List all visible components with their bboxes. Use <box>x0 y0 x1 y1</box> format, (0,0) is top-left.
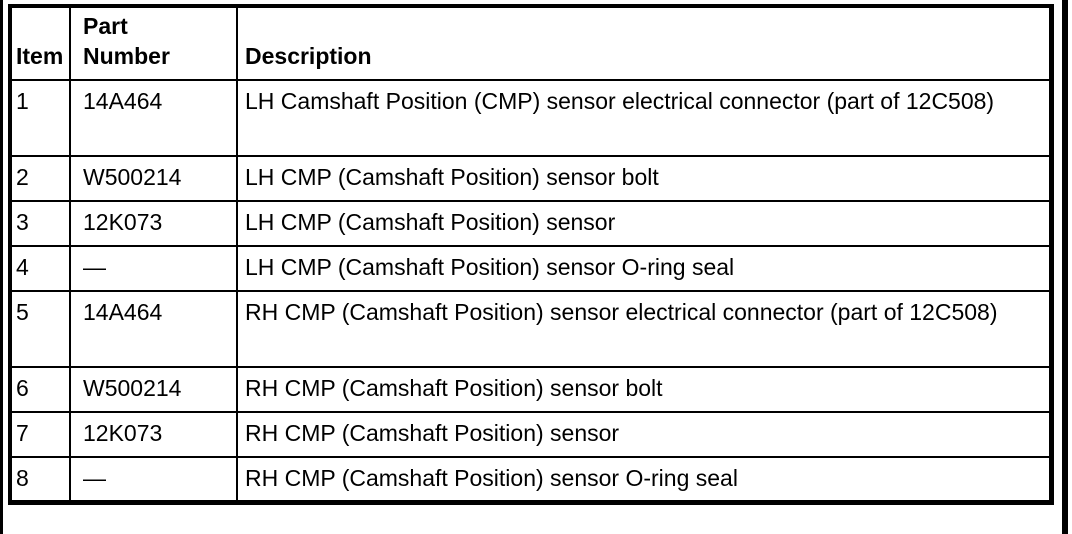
part-number-cell: 12K073 <box>69 200 238 247</box>
table-row: 4 — LH CMP (Camshaft Position) sensor O-… <box>9 245 1053 292</box>
column-header-part-number: Part Number <box>69 5 238 81</box>
description-cell: LH CMP (Camshaft Position) sensor O-ring… <box>236 245 1053 292</box>
part-number-cell: 14A464 <box>69 79 238 157</box>
table-row: 7 12K073 RH CMP (Camshaft Position) sens… <box>9 411 1053 458</box>
table-row: 5 14A464 RH CMP (Camshaft Position) sens… <box>9 290 1053 368</box>
part-number-cell: W500214 <box>69 366 238 413</box>
description-cell: RH CMP (Camshaft Position) sensor O-ring… <box>236 456 1053 503</box>
description-cell: LH CMP (Camshaft Position) sensor <box>236 200 1053 247</box>
parts-table: Item Part Number Description 1 14A464 LH… <box>8 4 1054 505</box>
item-cell: 2 <box>9 155 71 202</box>
column-header-item: Item <box>9 5 71 81</box>
item-cell: 3 <box>9 200 71 247</box>
part-number-cell: W500214 <box>69 155 238 202</box>
description-cell: RH CMP (Camshaft Position) sensor electr… <box>236 290 1053 368</box>
part-number-cell: — <box>69 245 238 292</box>
item-cell: 1 <box>9 79 71 157</box>
table-row: 2 W500214 LH CMP (Camshaft Position) sen… <box>9 155 1053 202</box>
table-row: 3 12K073 LH CMP (Camshaft Position) sens… <box>9 200 1053 247</box>
header-row: Item Part Number Description <box>9 5 1053 81</box>
description-cell: RH CMP (Camshaft Position) sensor <box>236 411 1053 458</box>
item-cell: 8 <box>9 456 71 503</box>
description-cell: RH CMP (Camshaft Position) sensor bolt <box>236 366 1053 413</box>
table-row: 6 W500214 RH CMP (Camshaft Position) sen… <box>9 366 1053 413</box>
description-cell: LH CMP (Camshaft Position) sensor bolt <box>236 155 1053 202</box>
part-number-cell: 12K073 <box>69 411 238 458</box>
item-cell: 6 <box>9 366 71 413</box>
item-cell: 4 <box>9 245 71 292</box>
table-row: 1 14A464 LH Camshaft Position (CMP) sens… <box>9 79 1053 157</box>
part-number-cell: — <box>69 456 238 503</box>
item-cell: 7 <box>9 411 71 458</box>
column-header-description: Description <box>236 5 1053 81</box>
description-cell: LH Camshaft Position (CMP) sensor electr… <box>236 79 1053 157</box>
page-border-right <box>1062 0 1068 534</box>
table-row: 8 — RH CMP (Camshaft Position) sensor O-… <box>9 456 1053 503</box>
item-cell: 5 <box>9 290 71 368</box>
page-border-left <box>0 0 3 534</box>
part-number-cell: 14A464 <box>69 290 238 368</box>
